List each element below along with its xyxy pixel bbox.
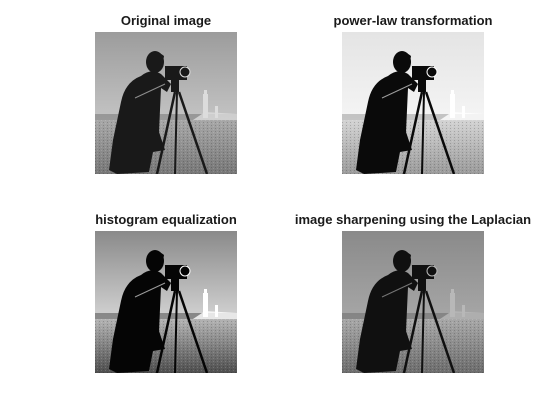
cameraman-original-image: [95, 32, 237, 174]
panel-title: image sharpening using the Laplacian: [294, 212, 532, 227]
panel-title: power-law transformation: [333, 13, 493, 28]
panel-title: histogram equalization: [95, 212, 237, 227]
cameraman-sharpened-image: [342, 231, 484, 373]
cameraman-power-law-image: [342, 32, 484, 174]
panel-title: Original image: [120, 13, 212, 28]
cameraman-equalized-image: [95, 231, 237, 373]
